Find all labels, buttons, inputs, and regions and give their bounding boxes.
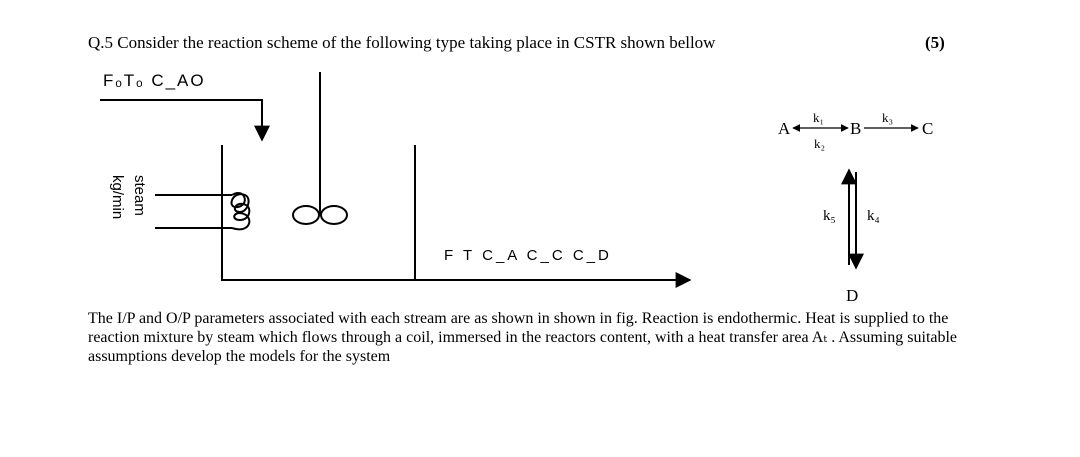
k4-label: k₄ [867, 208, 880, 224]
feed-label: FₒTₒ C_AO [103, 71, 206, 90]
species-b: B [850, 119, 861, 138]
marks-label: (5) [925, 33, 945, 52]
k5-label: k₅ [823, 208, 836, 224]
steam-units-label: kg/min [109, 175, 126, 219]
outlet-label: F T C_A C_C C_D [444, 247, 612, 264]
species-c: C [922, 119, 933, 138]
question-text: Q.5 Consider the reaction scheme of the … [88, 33, 716, 52]
steam-coil-icon [155, 192, 251, 231]
reactor-vessel [221, 145, 416, 281]
steam-label: steam [131, 175, 148, 216]
k3-label: k₃ [882, 110, 893, 125]
impeller-icon [292, 205, 348, 225]
species-d: D [846, 286, 858, 305]
reaction-scheme: A k₁ k₂ B k₃ C k₅ k₄ D [778, 110, 933, 305]
feed-line [100, 99, 270, 142]
k2-label: k₂ [814, 136, 825, 151]
k1-label: k₁ [813, 110, 824, 125]
species-a: A [778, 119, 791, 138]
body-paragraph: The I/P and O/P parameters associated wi… [88, 310, 958, 365]
